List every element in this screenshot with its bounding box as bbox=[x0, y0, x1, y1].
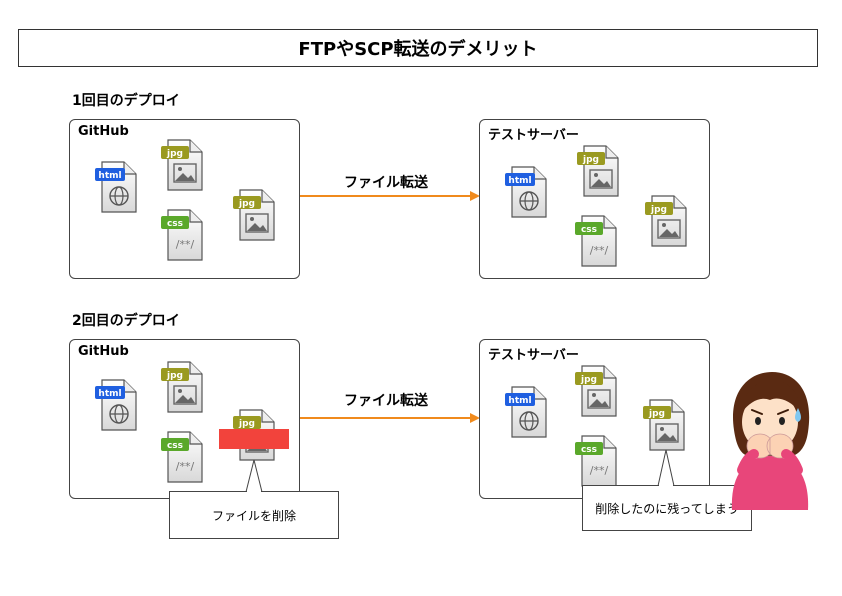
svg-text:css: css bbox=[167, 441, 183, 451]
svg-text:html: html bbox=[508, 176, 531, 186]
html-file-icon: html bbox=[504, 165, 550, 219]
svg-text:/**/: /**/ bbox=[176, 460, 195, 473]
css-file-icon: css /**/ bbox=[574, 434, 620, 488]
jpg-file-icon: jpg bbox=[160, 360, 206, 414]
github-title: GitHub bbox=[78, 124, 129, 139]
server-title: テストサーバー bbox=[488, 128, 579, 143]
page-title: FTPやSCP転送のデメリット bbox=[18, 29, 818, 67]
svg-text:jpg: jpg bbox=[648, 409, 665, 419]
transfer-arrow-2 bbox=[300, 413, 480, 423]
svg-text:css: css bbox=[581, 445, 597, 455]
svg-text:html: html bbox=[98, 389, 121, 399]
svg-text:jpg: jpg bbox=[166, 149, 183, 159]
svg-text:jpg: jpg bbox=[650, 205, 667, 215]
svg-text:/**/: /**/ bbox=[590, 464, 609, 477]
callout-file-remains: 削除したのに残ってしまう bbox=[582, 485, 752, 531]
svg-text:html: html bbox=[508, 396, 531, 406]
jpg-file-icon: jpg bbox=[576, 144, 622, 198]
html-file-icon: html bbox=[94, 160, 140, 214]
svg-text:html: html bbox=[98, 171, 121, 181]
github-panel-2: GitHub html jpg css /**/ jpg bbox=[69, 339, 300, 499]
svg-text:/**/: /**/ bbox=[590, 244, 609, 257]
server-panel-1: テストサーバー html jpg css /**/ jpg bbox=[479, 119, 710, 279]
transfer-label-1: ファイル転送 bbox=[344, 175, 428, 191]
section-2-label: 2回目のデプロイ bbox=[72, 313, 180, 329]
svg-text:jpg: jpg bbox=[238, 199, 255, 209]
server-title: テストサーバー bbox=[488, 348, 579, 363]
html-file-icon: html bbox=[504, 385, 550, 439]
svg-text:jpg: jpg bbox=[238, 419, 255, 429]
css-file-icon: css /**/ bbox=[160, 208, 206, 262]
github-title: GitHub bbox=[78, 344, 129, 359]
jpg-file-icon: jpg bbox=[574, 364, 620, 418]
svg-text:jpg: jpg bbox=[166, 371, 183, 381]
transfer-arrow-1 bbox=[300, 191, 480, 201]
transfer-label-2: ファイル転送 bbox=[344, 393, 428, 409]
jpg-file-icon: jpg bbox=[644, 194, 690, 248]
svg-text:/**/: /**/ bbox=[176, 238, 195, 251]
jpg-file-icon: jpg bbox=[160, 138, 206, 192]
callout-delete-file: ファイルを削除 bbox=[169, 491, 339, 539]
svg-text:css: css bbox=[581, 225, 597, 235]
worried-person-illustration bbox=[731, 372, 810, 510]
svg-text:jpg: jpg bbox=[580, 375, 597, 385]
jpg-file-icon: jpg bbox=[232, 188, 278, 242]
github-panel-1: GitHub html jpg css /**/ jpg bbox=[69, 119, 300, 279]
css-file-icon: css /**/ bbox=[574, 214, 620, 268]
server-panel-2: テストサーバー html jpg css /**/ jpg bbox=[479, 339, 710, 499]
section-1-label: 1回目のデプロイ bbox=[72, 93, 180, 109]
svg-text:jpg: jpg bbox=[582, 155, 599, 165]
deleted-mark bbox=[219, 429, 289, 449]
svg-text:css: css bbox=[167, 219, 183, 229]
remaining-jpg-file-icon: jpg bbox=[642, 398, 688, 452]
css-file-icon: css /**/ bbox=[160, 430, 206, 484]
html-file-icon: html bbox=[94, 378, 140, 432]
